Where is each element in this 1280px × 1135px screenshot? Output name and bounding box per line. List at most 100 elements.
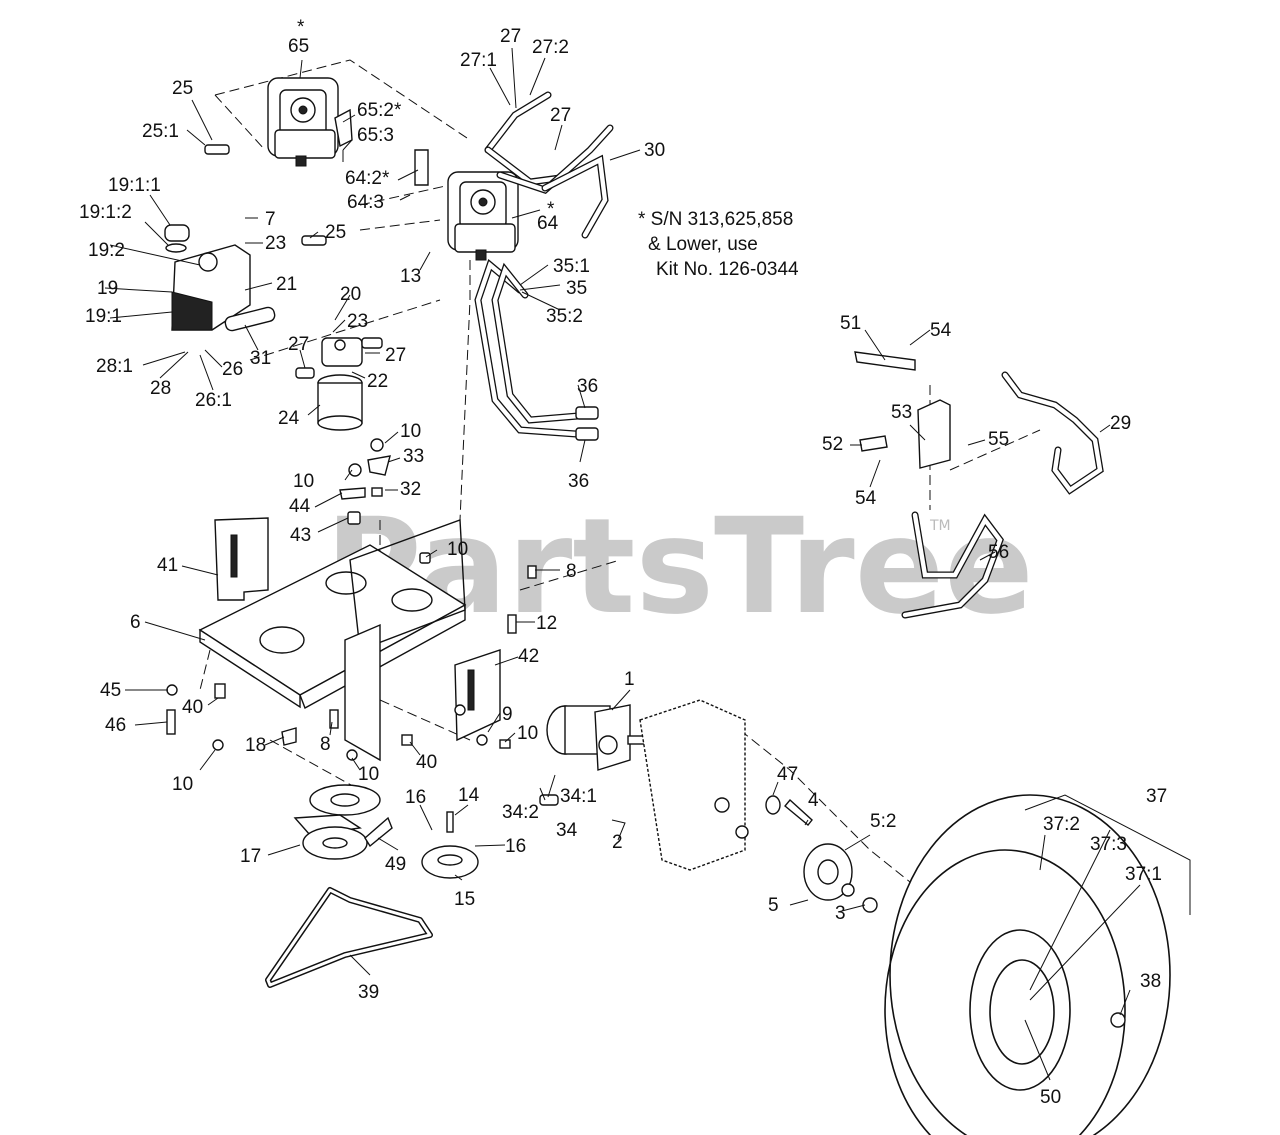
callout-28-1: 28:1: [96, 356, 133, 377]
callout-10-f: 10: [172, 774, 193, 795]
callout-41: 41: [157, 555, 178, 576]
callout-52: 52: [822, 434, 843, 455]
callout-1: 1: [624, 669, 635, 690]
callout-10-c: 10: [447, 539, 468, 560]
callout-33: 33: [403, 446, 424, 467]
callout-6: 6: [130, 612, 141, 633]
callout-36-top: 36: [577, 376, 598, 397]
callout-39: 39: [358, 982, 379, 1003]
callout-26: 26: [222, 359, 243, 380]
callout-35-2: 35:2: [546, 306, 583, 327]
callout-36-bottom: 36: [568, 471, 589, 492]
hydro-pump-64: [414, 149, 519, 261]
callout-32: 32: [400, 479, 421, 500]
callout-65-star: *: [297, 17, 305, 38]
callout-27-mid: 27: [550, 105, 571, 126]
callout-27-1: 27:1: [460, 50, 497, 71]
callout-35: 35: [566, 278, 587, 299]
callout-27-left: 27: [288, 334, 309, 355]
callout-24: 24: [278, 408, 300, 429]
callout-13: 13: [400, 266, 421, 287]
callout-25-1: 25:1: [142, 121, 179, 142]
callout-19-2: 19:2: [88, 240, 125, 261]
hose-31: [224, 306, 276, 332]
callout-8-b: 8: [320, 734, 331, 755]
callout-34-1: 34:1: [560, 786, 597, 807]
oil-filter-24: [317, 374, 363, 431]
callout-37: 37: [1146, 786, 1167, 807]
callout-labels: * 65 27 27:1 27:2 25 25:1 65:2* 65:3 27 …: [79, 17, 1167, 1108]
tire-bracket-lines: [1024, 794, 1191, 915]
callout-3: 3: [835, 903, 846, 924]
callout-10-d: 10: [517, 723, 538, 744]
tire-wheel-37: [884, 794, 1171, 1135]
callout-38: 38: [1140, 971, 1161, 992]
callout-34-2: 34:2: [502, 802, 539, 823]
hydraulic-hose-29: [1001, 371, 1104, 495]
callout-30: 30: [644, 140, 665, 161]
serial-note: * S/N 313,625,858 & Lower, use Kit No. 1…: [638, 209, 799, 280]
callout-34: 34: [556, 820, 578, 841]
callout-16-a: 16: [405, 787, 426, 808]
callout-40-a: 40: [182, 697, 203, 718]
callout-64-3: 64:3: [347, 192, 384, 213]
hydraulic-reservoir-19: [164, 224, 251, 331]
callout-25-mid: 25: [325, 222, 346, 243]
watermark-tm: TM: [929, 518, 951, 534]
callout-23-mid: 23: [347, 311, 368, 332]
callout-10-e: 10: [358, 764, 379, 785]
callout-31: 31: [250, 348, 271, 369]
callout-55: 55: [988, 429, 1009, 450]
callout-7: 7: [265, 209, 276, 230]
note-line-3: Kit No. 126-0344: [656, 259, 799, 280]
wheel-motor-1: [539, 704, 645, 806]
callout-25-top: 25: [172, 78, 193, 99]
callout-21: 21: [276, 274, 297, 295]
callout-37-2: 37:2: [1043, 814, 1080, 835]
callout-27-top: 27: [500, 26, 521, 47]
callout-20: 20: [340, 284, 361, 305]
callout-27-2: 27:2: [532, 37, 569, 58]
callout-18: 18: [245, 735, 266, 756]
hydro-pump-65: [267, 77, 339, 167]
callout-4: 4: [808, 790, 819, 811]
note-line-2: & Lower, use: [648, 234, 758, 255]
callout-15: 15: [454, 889, 475, 910]
callout-23-top: 23: [265, 233, 286, 254]
callout-49: 49: [385, 854, 406, 875]
callout-10-b: 10: [293, 471, 314, 492]
hardware-stack: [339, 438, 391, 525]
mount-plate-41: [214, 517, 269, 601]
callout-37-3: 37:3: [1090, 834, 1127, 855]
fitting-25-upper: [204, 144, 230, 155]
chassis-frame-6: [198, 519, 467, 762]
callout-22: 22: [367, 371, 388, 392]
callout-64: 64: [537, 213, 559, 234]
callout-2: 2: [612, 832, 623, 853]
callout-19-1-1: 19:1:1: [108, 175, 161, 196]
callout-19-1: 19:1: [85, 306, 122, 327]
callout-65-2: 65:2*: [357, 100, 402, 121]
callout-46: 46: [105, 715, 126, 736]
callout-65-3: 65:3: [357, 125, 394, 146]
note-line-1: * S/N 313,625,858: [638, 209, 793, 230]
bracket-53: [854, 351, 951, 469]
callout-54-top: 54: [930, 320, 952, 341]
callout-53: 53: [891, 402, 912, 423]
callout-9: 9: [502, 704, 513, 725]
callout-14: 14: [458, 785, 480, 806]
callout-47: 47: [777, 764, 798, 785]
callout-40-b: 40: [416, 752, 437, 773]
callout-56: 56: [988, 542, 1009, 563]
callout-19: 19: [97, 278, 118, 299]
gearbox-housing: [639, 699, 749, 871]
callout-5-2: 5:2: [870, 811, 896, 832]
callout-64-2: 64:2*: [345, 168, 390, 189]
pulley-15: [421, 811, 479, 879]
callout-45: 45: [100, 680, 121, 701]
callout-5: 5: [768, 895, 779, 916]
callout-26-1: 26:1: [195, 390, 232, 411]
callout-43: 43: [290, 525, 311, 546]
